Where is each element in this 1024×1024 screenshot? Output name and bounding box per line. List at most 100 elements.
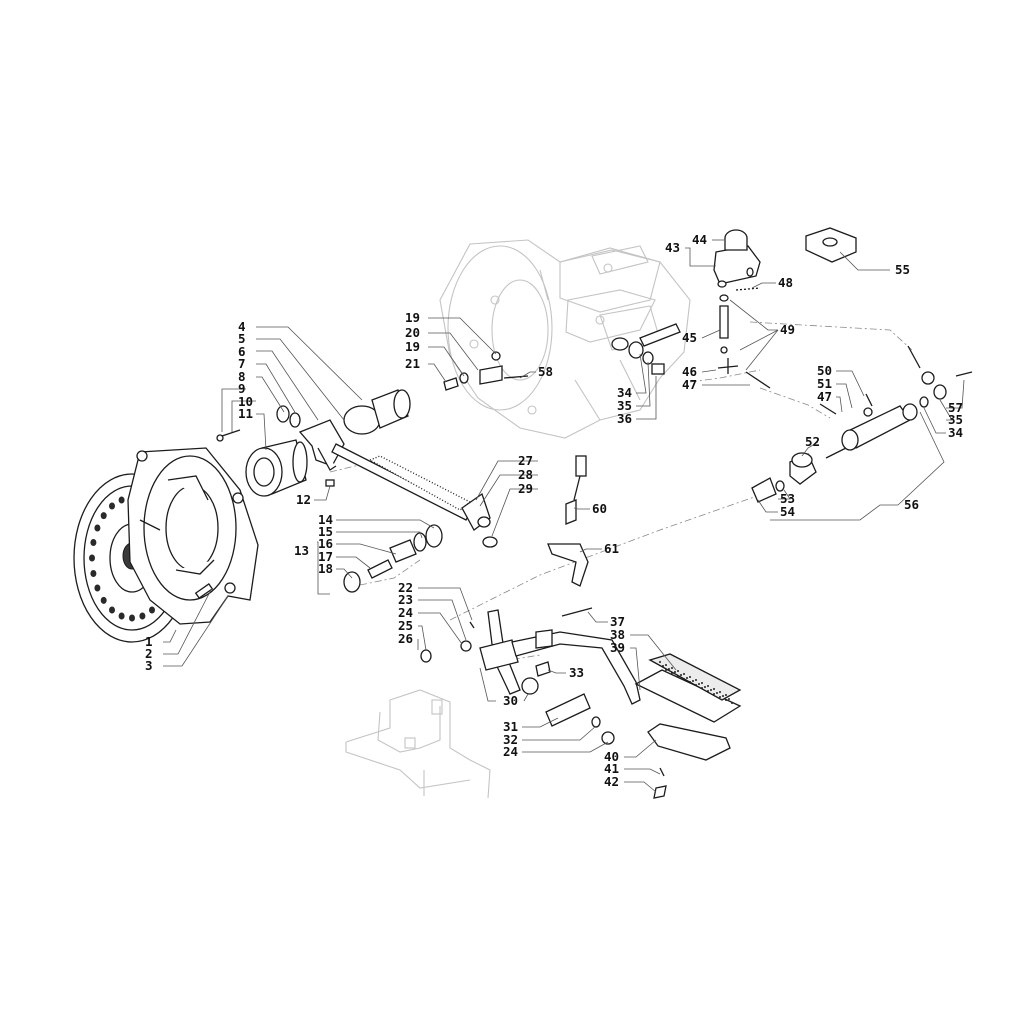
disc-rivet xyxy=(109,502,115,510)
dust-boot xyxy=(789,452,817,485)
pad-texture-dot xyxy=(707,685,709,687)
callout-label: 36 xyxy=(617,411,632,426)
pad-texture-dot xyxy=(701,682,703,684)
callout-label: 41 xyxy=(604,761,619,776)
callout-label: 28 xyxy=(518,467,533,482)
pad-texture-dot xyxy=(671,667,673,669)
callout-label: 51 xyxy=(817,376,832,391)
pad-texture-dot xyxy=(665,664,667,666)
callout-label: 15 xyxy=(318,524,333,539)
callout-label: 22 xyxy=(398,580,413,595)
pressure-plate xyxy=(127,447,259,625)
pad-texture-dot xyxy=(710,689,712,691)
pad-texture-dot xyxy=(668,668,670,670)
pedal-pad-lower xyxy=(647,723,731,799)
disc-rivet xyxy=(109,606,115,614)
pad-texture-dot xyxy=(683,673,685,675)
callout-label: 25 xyxy=(398,618,413,633)
disc-rivet xyxy=(129,614,135,622)
pad-texture-dot xyxy=(674,671,676,673)
callout-label: 34 xyxy=(617,385,632,400)
pad-texture-dot xyxy=(671,672,673,674)
callout-label: 56 xyxy=(904,497,919,512)
callout-label: 52 xyxy=(805,434,820,449)
callout-label: 2 xyxy=(145,646,153,661)
pad-texture-dot xyxy=(722,695,724,697)
disc-rivet xyxy=(149,606,155,614)
callout-label: 32 xyxy=(503,732,518,747)
callout-label: 26 xyxy=(398,631,413,646)
callout-label: 60 xyxy=(592,501,607,516)
callout-label: 30 xyxy=(503,693,518,708)
callout-label: 35 xyxy=(948,412,963,427)
callout-label: 49 xyxy=(780,322,795,337)
callout-label: 27 xyxy=(518,453,533,468)
callout-label: 5 xyxy=(238,331,246,346)
callout-label: 20 xyxy=(405,325,420,340)
callout-label: 4 xyxy=(238,319,246,334)
callout-label: 12 xyxy=(296,492,311,507)
pad-texture-dot xyxy=(698,683,700,685)
pad-texture-dot xyxy=(725,699,727,701)
callout-label: 19 xyxy=(405,310,420,325)
callout-label: 9 xyxy=(238,381,246,396)
callout-label: 14 xyxy=(318,512,333,527)
pad-texture-dot xyxy=(659,661,661,663)
callout-label: 43 xyxy=(665,240,680,255)
callout-label: 1 xyxy=(145,634,153,649)
pad-texture-dot xyxy=(707,690,709,692)
callout-label: 47 xyxy=(817,389,832,404)
callout-label: 58 xyxy=(538,364,553,379)
callout-label: 17 xyxy=(318,549,333,564)
disc-rivet xyxy=(94,584,101,592)
callout-label: 47 xyxy=(682,377,697,392)
callout-label: 34 xyxy=(948,425,963,440)
disc-rivet xyxy=(90,570,97,577)
callout-label: 13 xyxy=(294,543,309,558)
callout-label: 29 xyxy=(518,481,533,496)
pad-texture-dot xyxy=(713,693,715,695)
pad-texture-dot xyxy=(677,675,679,677)
fluid-reservoir xyxy=(713,229,761,288)
cap-washer xyxy=(805,227,857,263)
disc-rivet xyxy=(90,539,97,546)
callout-label: 37 xyxy=(610,614,625,629)
callout-label: 55 xyxy=(895,262,910,277)
mounting-bracket xyxy=(547,543,589,587)
bolt-group xyxy=(443,351,529,391)
gearbox-housing-ghost xyxy=(439,239,691,439)
callout-label: 23 xyxy=(398,592,413,607)
disc-rivet xyxy=(100,512,107,520)
release-bearing xyxy=(216,405,308,497)
pad-texture-dot xyxy=(704,686,706,688)
pad-texture-dot xyxy=(677,670,679,672)
pad-texture-dot xyxy=(725,694,727,696)
pad-texture-dot xyxy=(713,688,715,690)
disc-rivet xyxy=(89,554,95,562)
callout-label: 16 xyxy=(318,536,333,551)
callout-label: 42 xyxy=(604,774,619,789)
disc-rivet xyxy=(139,612,146,620)
master-cylinder xyxy=(819,345,973,459)
leader-lines xyxy=(163,239,965,793)
release-shaft xyxy=(331,443,498,548)
disc-rivet xyxy=(118,496,125,504)
callout-label: 40 xyxy=(604,749,619,764)
callout-labels: 1 2 3 4 5 6 7 8 9 10 11 12 13 14 15 16 1… xyxy=(145,232,963,789)
callout-label: 39 xyxy=(610,640,625,655)
callout-label: 31 xyxy=(503,719,518,734)
pad-texture-dot xyxy=(662,665,664,667)
pad-texture-dot xyxy=(701,687,703,689)
pad-texture-dot xyxy=(719,696,721,698)
callout-label: 33 xyxy=(569,665,584,680)
callout-label: 61 xyxy=(604,541,619,556)
callout-label: 54 xyxy=(780,504,795,519)
callout-label: 8 xyxy=(238,369,246,384)
pad-texture-dot xyxy=(680,674,682,676)
callout-label: 45 xyxy=(682,330,697,345)
pipe-fitting xyxy=(611,323,681,375)
callout-label: 11 xyxy=(238,406,253,421)
pad-texture-dot xyxy=(686,677,688,679)
callout-label: 18 xyxy=(318,561,333,576)
